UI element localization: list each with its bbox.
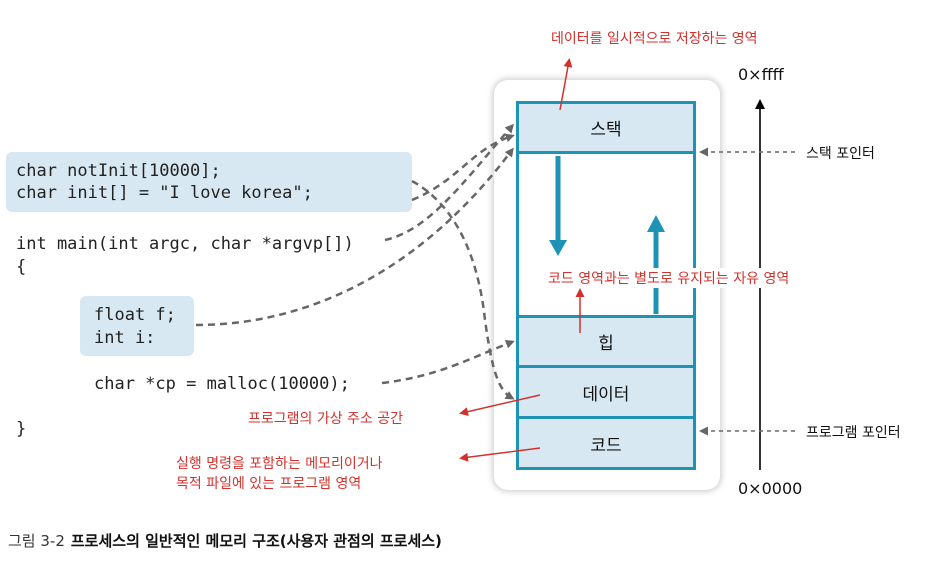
stack-growth-arrow [549, 156, 567, 256]
global-var-line-1: char notInit[10000]; [16, 161, 221, 181]
global-vars-box [6, 152, 412, 212]
stack-pointer-label: 스택 포인터 [806, 146, 875, 162]
virtual-space-arrow [459, 394, 541, 417]
stack-note-arrow [559, 58, 573, 111]
figure-title: 프로세스의 일반적인 메모리 구조(사용자 관점의 프로세스) [70, 532, 442, 550]
close-brace: } [16, 419, 27, 439]
heap-label: 힙 [598, 334, 614, 354]
free-area-segment [516, 151, 696, 318]
address-bottom: 0×0000 [738, 479, 803, 498]
local-var-line-2: int i: [94, 328, 156, 348]
malloc-line: char *cp = malloc(10000); [94, 374, 350, 394]
malloc-to-heap-arrow [381, 339, 515, 385]
stack-note: 데이터를 일시적으로 저장하는 영역 [551, 31, 758, 47]
local-var-line-1: float f; [94, 305, 176, 325]
stack-label: 스택 [590, 120, 622, 140]
data-segment: 데이터 [516, 365, 696, 419]
open-brace: { [16, 257, 27, 277]
program-pointer-label: 프로그램 포인터 [806, 425, 901, 441]
locals-to-stack-arrow [195, 147, 514, 327]
init-to-stack-arrow [411, 133, 515, 202]
code-segment: 코드 [516, 416, 696, 470]
free-area-note: 코드 영역과는 별도로 유지되는 자유 영역 [548, 268, 790, 288]
code-label: 코드 [590, 435, 622, 456]
code-note-line-2: 목적 파일에 있는 프로그램 영역 [176, 476, 362, 492]
virtual-space-note: 프로그램의 가상 주소 공간 [248, 411, 404, 427]
main-to-stack-arrow [384, 123, 514, 242]
notinit-to-data-arrow [411, 179, 515, 400]
main-signature: int main(int argc, char *argvp[]) [16, 234, 354, 254]
heap-growth-arrow [647, 215, 665, 314]
figure-number: 그림 3-2 [8, 532, 65, 550]
address-top: 0×ffff [738, 65, 784, 84]
code-note-arrow [459, 447, 541, 462]
data-label: 데이터 [582, 384, 630, 405]
global-var-line-2: char init[] = "I love korea"; [16, 183, 313, 203]
figure-caption: 그림 3-2 프로세스의 일반적인 메모리 구조(사용자 관점의 프로세스) [8, 530, 442, 551]
local-vars-box [80, 296, 194, 356]
code-note-line-1: 실행 명령을 포함하는 메모리이거나 [176, 456, 383, 472]
